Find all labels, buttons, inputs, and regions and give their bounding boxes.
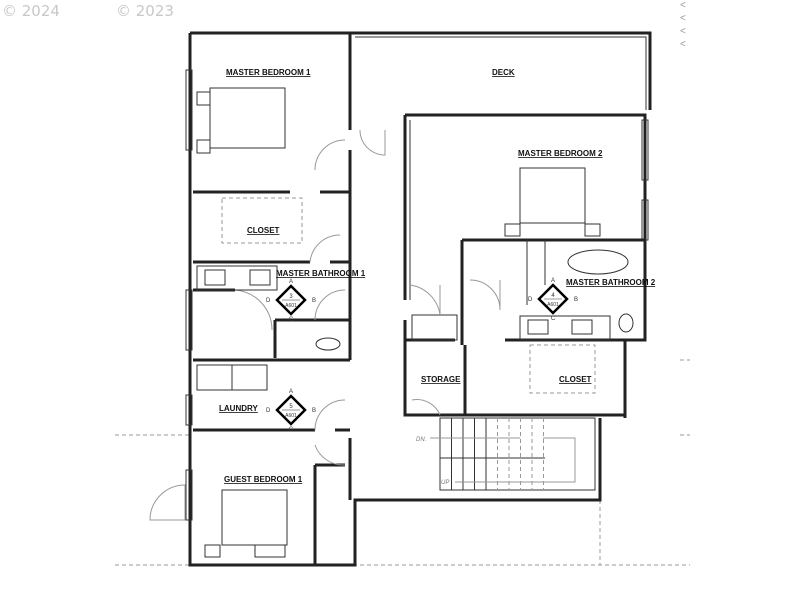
toilet-1 — [315, 337, 341, 351]
door-swings — [149, 129, 501, 521]
section-d: D — [266, 408, 271, 414]
window — [185, 394, 193, 426]
section-d: D — [266, 298, 271, 304]
section-tag: 3 A601 A B C D — [266, 279, 316, 323]
section-sheet: A601 — [547, 302, 559, 308]
room-label-laundry: LAUNDRY — [219, 404, 258, 413]
section-a: A — [289, 279, 293, 285]
chevron-left-icon: < — [680, 0, 686, 11]
stairs-down-label: DN. — [416, 437, 426, 443]
section-sheet: A601 — [285, 303, 297, 309]
section-sheet: A601 — [285, 413, 297, 419]
watermark-2023: © 2023 — [116, 2, 174, 20]
toilet-2 — [618, 313, 634, 333]
section-b: B — [312, 408, 316, 414]
room-label-deck: DECK — [492, 68, 515, 77]
section-number: 3 — [289, 294, 293, 300]
section-number: 4 — [551, 293, 555, 299]
section-c: C — [289, 317, 294, 323]
bed-master-2 — [519, 167, 586, 224]
section-a: A — [551, 278, 555, 284]
window — [185, 69, 193, 151]
closet-shelf-1 — [221, 197, 303, 244]
room-label-master-bathroom-2: MASTER BATHROOM 2 — [566, 278, 656, 287]
room-label-storage: STORAGE — [421, 375, 461, 384]
room-label-master-bathroom-1: MASTER BATHROOM 1 — [276, 269, 366, 278]
interior-walls — [193, 190, 645, 565]
vanity-2 — [519, 315, 611, 341]
room-label-master-bedroom-1: MASTER BEDROOM 1 — [226, 68, 311, 77]
window — [185, 289, 193, 351]
bed-guest-1 — [221, 489, 288, 546]
section-tag: 5 A601 A B C D — [266, 389, 316, 433]
room-label-guest-bedroom-1: GUEST BEDROOM 1 — [224, 475, 303, 484]
closet-shelf-2 — [529, 344, 596, 394]
staircase: DN. UP — [416, 417, 596, 491]
section-b: B — [312, 298, 316, 304]
vanity-1 — [196, 265, 278, 291]
section-c: C — [551, 316, 556, 322]
section-number: 5 — [289, 404, 293, 410]
property-guides — [115, 359, 690, 566]
exterior-walls — [185, 31, 652, 567]
section-tag: 4 A601 A B C D — [528, 278, 578, 322]
stairs-up-label: UP — [441, 480, 449, 486]
chevron-left-icon: < — [680, 13, 686, 24]
section-c: C — [289, 427, 294, 433]
chevron-left-icon: < — [680, 39, 686, 50]
bed-master-1 — [209, 87, 286, 149]
room-label-closet-2: CLOSET — [559, 375, 592, 384]
chevron-left-icon: < — [680, 26, 686, 37]
furniture — [196, 87, 634, 558]
section-a: A — [289, 389, 293, 395]
window — [641, 119, 649, 181]
bathtub — [567, 249, 629, 275]
room-label-closet-1: CLOSET — [247, 226, 280, 235]
room-label-master-bedroom-2: MASTER BEDROOM 2 — [518, 149, 603, 158]
section-d: D — [528, 297, 533, 303]
section-b: B — [574, 297, 578, 303]
watermark-2024: © 2024 — [2, 2, 60, 20]
window — [185, 469, 193, 521]
